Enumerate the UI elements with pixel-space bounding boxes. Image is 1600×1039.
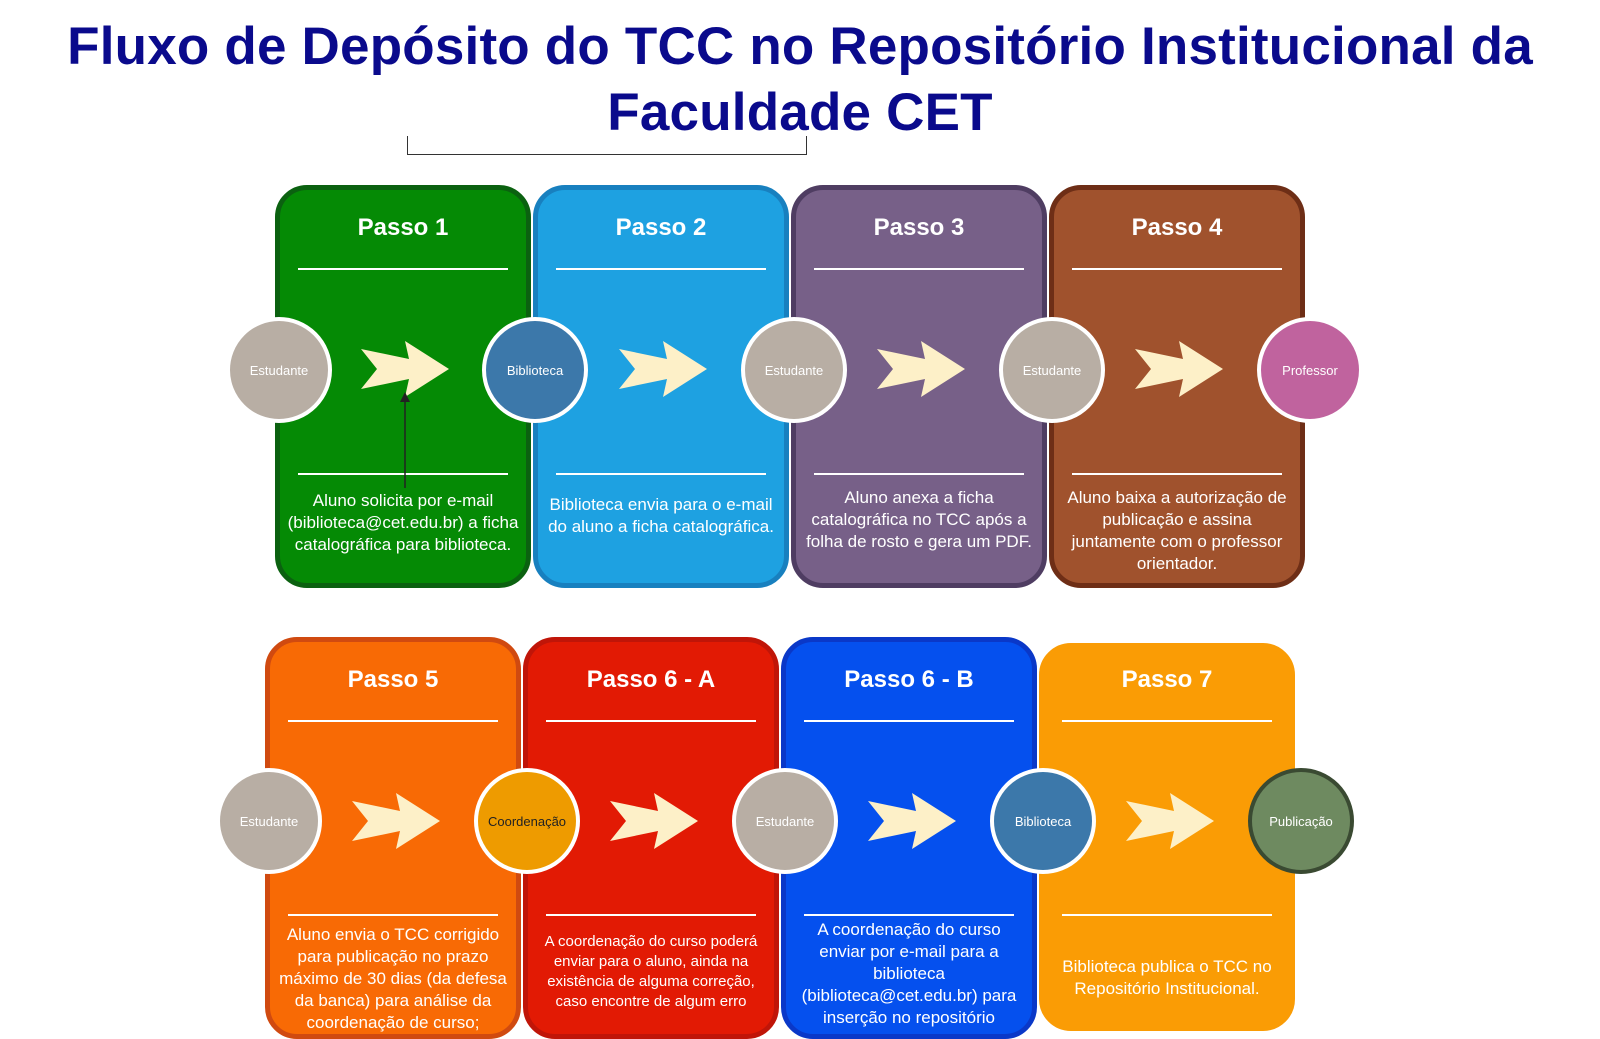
- step-description: A coordenação do curso poderá enviar par…: [544, 933, 758, 1010]
- node-professor: Professor: [1257, 317, 1363, 423]
- page-title: Fluxo de Depósito do TCC no Repositório …: [67, 17, 1533, 142]
- arrow-icon: [619, 341, 707, 397]
- divider: [288, 720, 498, 722]
- divider: [814, 473, 1024, 475]
- divider: [556, 268, 766, 270]
- step-description: Aluno baixa a autorização de publicação …: [1067, 488, 1287, 573]
- step-title: Passo 2: [615, 214, 707, 241]
- divider: [546, 720, 756, 722]
- step-title: Passo 7: [1121, 666, 1213, 693]
- step-title: Passo 4: [1131, 214, 1223, 241]
- node-biblioteca: Biblioteca: [990, 768, 1096, 874]
- step-description: Biblioteca envia para o e-mail do aluno …: [548, 495, 774, 536]
- node-estudante: Estudante: [226, 317, 332, 423]
- divider: [556, 473, 766, 475]
- divider: [814, 268, 1024, 270]
- divider: [288, 914, 498, 916]
- node-estudante: Estudante: [216, 768, 322, 874]
- node-estudante: Estudante: [741, 317, 847, 423]
- arrow-icon: [610, 793, 698, 849]
- node-coordenacao: Coordenação: [474, 768, 580, 874]
- divider: [298, 473, 508, 475]
- step-description: Aluno solicita por e-mail (biblioteca@ce…: [287, 491, 519, 554]
- step-title: Passo 1: [357, 214, 449, 241]
- divider: [298, 268, 508, 270]
- arrow-icon: [1135, 341, 1223, 397]
- node-estudante: Estudante: [732, 768, 838, 874]
- divider: [804, 720, 1014, 722]
- arrow-icon: [877, 341, 965, 397]
- divider: [804, 914, 1014, 916]
- step-description: Biblioteca publica o TCC no Repositório …: [1062, 957, 1272, 998]
- arrow-icon: [1126, 793, 1214, 849]
- annotation-arrow-icon: [400, 392, 410, 488]
- divider: [1072, 473, 1282, 475]
- title-connector-line: [407, 136, 807, 155]
- divider: [1062, 720, 1272, 722]
- step-description: Aluno anexa a ficha catalográfica no TCC…: [806, 488, 1032, 551]
- divider: [1062, 914, 1272, 916]
- divider: [546, 914, 756, 916]
- step-title: Passo 3: [873, 214, 965, 241]
- arrow-icon: [352, 793, 440, 849]
- node-estudante: Estudante: [999, 317, 1105, 423]
- divider: [1072, 268, 1282, 270]
- arrow-icon: [361, 341, 449, 397]
- step-title: Passo 6 - A: [586, 666, 716, 693]
- step-description: Aluno envia o TCC corrigido para publica…: [279, 925, 507, 1032]
- step-description: A coordenação do curso enviar por e-mail…: [801, 920, 1017, 1027]
- node-publicacao: Publicação: [1248, 768, 1354, 874]
- arrow-icon: [868, 793, 956, 849]
- step-title: Passo 6 - B: [844, 666, 974, 693]
- step-title: Passo 5: [347, 666, 439, 693]
- node-biblioteca: Biblioteca: [482, 317, 588, 423]
